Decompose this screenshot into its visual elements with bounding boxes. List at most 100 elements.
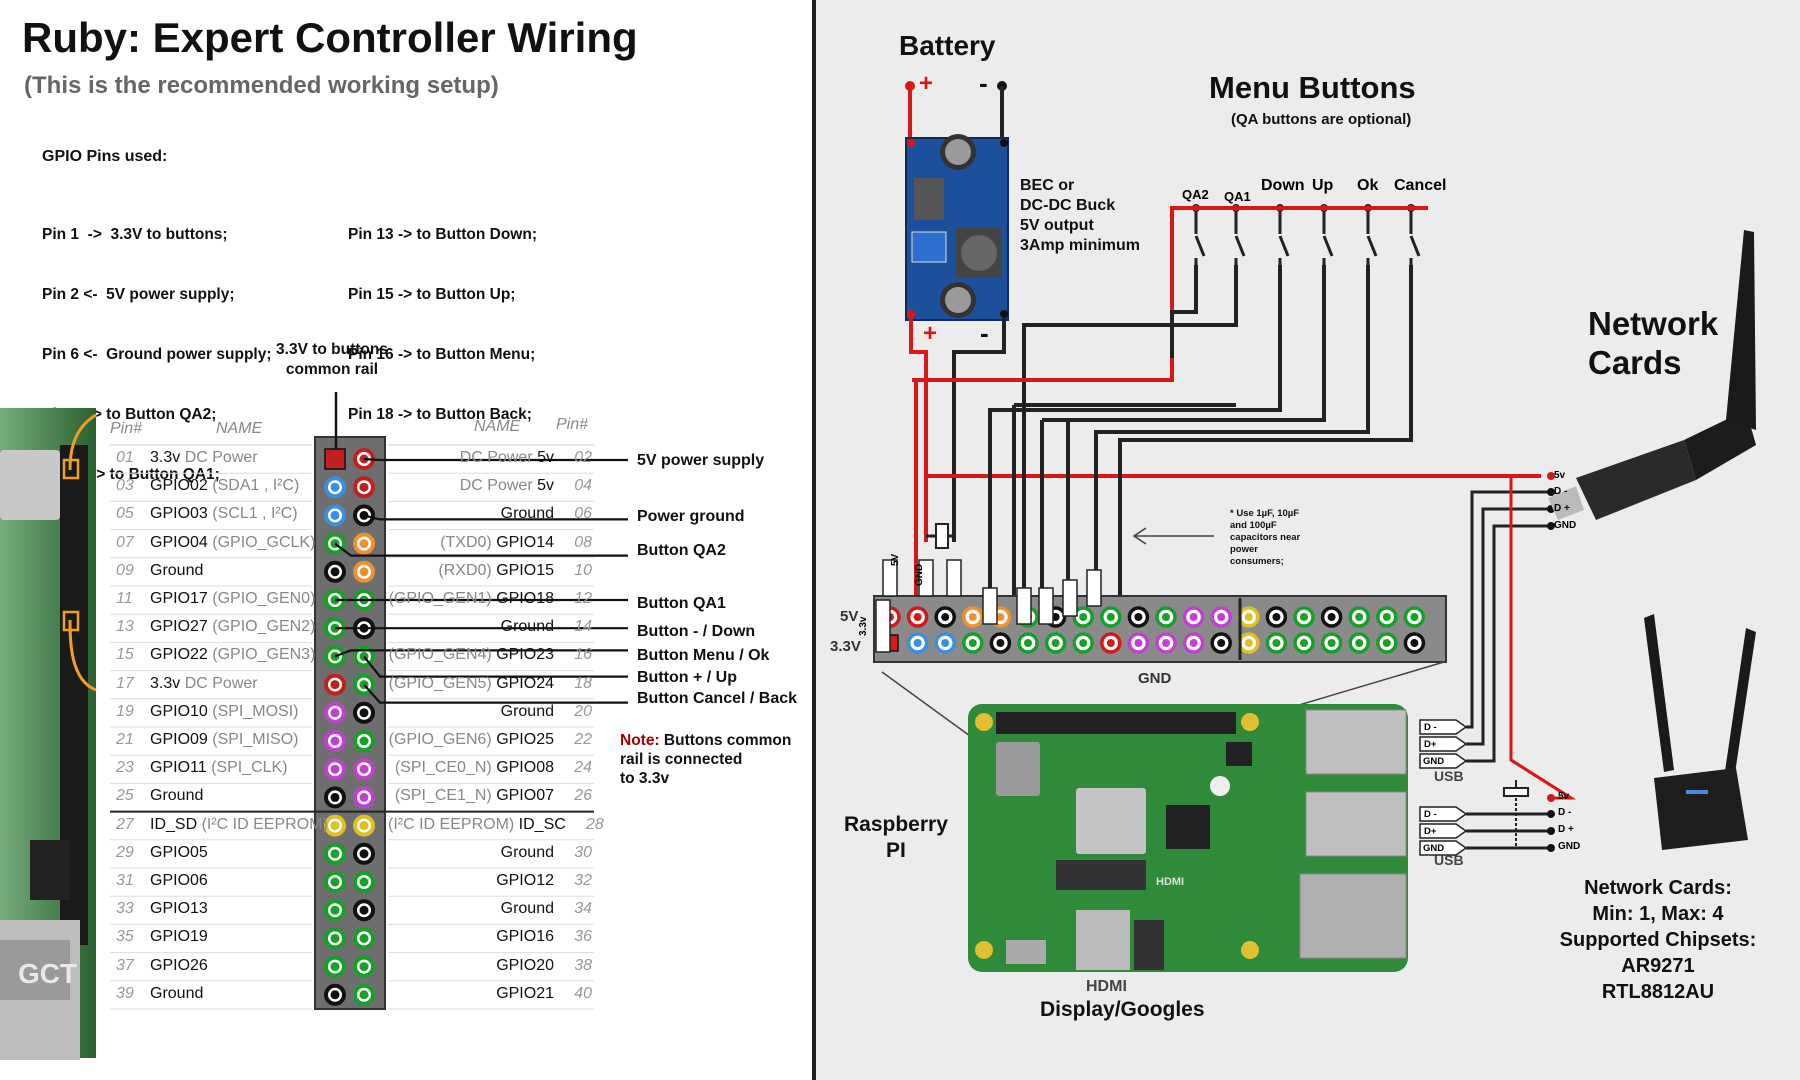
- pin-name: Ground: [150, 787, 204, 805]
- pin-number: 17: [116, 674, 134, 692]
- gpio-header-strip: [314, 436, 386, 1010]
- gct-label: GCT: [18, 958, 78, 989]
- cap-note-line: consumers;: [1230, 556, 1284, 567]
- gpio-title: GPIO Pins used:: [42, 148, 168, 165]
- pin-name: Ground: [500, 702, 554, 720]
- pin-extra: (SPI_CLK): [206, 759, 288, 777]
- menu-buttons: [1172, 204, 1428, 268]
- pin-used-item: Pin 7 -> to Button QA2;: [42, 406, 217, 423]
- net-info-line: Min: 1, Max: 4: [1592, 903, 1724, 925]
- usb-pin-tab: [1419, 719, 1468, 735]
- pin-used-item: Pin 1 -> 3.3V to buttons;: [42, 226, 228, 243]
- pin-number: 32: [574, 872, 592, 889]
- dupont-sleeve: [1062, 579, 1078, 617]
- pin-number: 19: [116, 702, 134, 720]
- pin-name: GPIO27: [150, 618, 208, 636]
- pin-row-right: DC Power 5v 04: [388, 477, 592, 495]
- pin-extra: (GPIO_GEN4): [388, 646, 497, 664]
- left-panel: Ruby: Expert Controller Wiring (This is …: [0, 0, 812, 1080]
- pin-name: Ground: [500, 618, 554, 636]
- pin-extra: (SDA1 , I²C): [207, 477, 300, 495]
- net2-pin-gnd: GND: [1558, 841, 1581, 852]
- pin-name: Ground: [500, 900, 554, 918]
- dupont-sleeve: [1086, 569, 1102, 607]
- pin-name: GPIO02: [150, 477, 208, 495]
- pin-number: 04: [574, 477, 592, 495]
- usb-pin-tab: [1419, 736, 1468, 752]
- net-info-line: Network Cards:: [1584, 877, 1732, 899]
- pin-number: 20: [574, 702, 592, 720]
- pin-name: GPIO16: [496, 928, 554, 946]
- display-label: Display/Googles: [1040, 998, 1205, 1021]
- pin-name: Ground: [150, 984, 204, 1002]
- header-pin-left: Pin#: [110, 420, 143, 437]
- right-panel: Battery + - + - BEC or DC-DC Buck 5V out…: [816, 0, 1800, 1080]
- pin-extra: DC Power: [459, 477, 538, 495]
- pin-name: Ground: [500, 843, 554, 861]
- pin-extra: DC Power: [180, 674, 258, 692]
- callout-up: Button + / Up: [637, 669, 737, 686]
- pin-name: GPIO08: [496, 759, 554, 777]
- button-label-qa1: QA1: [1224, 189, 1251, 204]
- pin-name: GPIO14: [496, 533, 554, 551]
- pin-number: 12: [574, 590, 592, 607]
- pin-number: 23: [116, 759, 134, 777]
- pin-number: 28: [586, 815, 604, 833]
- bec-label: BEC or DC-DC Buck 5V output 3Amp minimum: [1020, 176, 1140, 256]
- usb-pin-tab: [1419, 806, 1468, 822]
- pin-number: 25: [116, 787, 134, 805]
- pin-extra: (GPIO_GEN5): [388, 674, 497, 692]
- dupont-sleeve: [1016, 587, 1032, 625]
- pin-number: 07: [116, 533, 134, 551]
- usb-pin-tab: [1419, 840, 1468, 856]
- sleeve-33v: 3.3v: [858, 616, 869, 636]
- rail-33v-label: 3.3V: [830, 638, 861, 655]
- pin-name: Ground: [150, 561, 204, 579]
- pin-name: GPIO15: [496, 561, 554, 579]
- pin-name: GPIO07: [496, 787, 554, 805]
- rail-label-line: 3.3V to buttons: [276, 341, 388, 358]
- callout-qa2: Button QA2: [637, 542, 726, 559]
- button-label-down: Down: [1261, 177, 1305, 194]
- pin-number: 13: [116, 618, 134, 636]
- rail-label-line: common rail: [285, 361, 379, 378]
- net2-pin-dminus: D -: [1558, 807, 1572, 818]
- raspberry-pi-board: [881, 661, 1445, 972]
- header-pins: [879, 606, 1426, 654]
- pin-marker-left: [324, 448, 346, 470]
- pin-name: 5v: [537, 477, 554, 495]
- pin-name: GPIO05: [150, 843, 208, 861]
- pin-name: GPIO26: [150, 956, 208, 974]
- button-label-cancel: Cancel: [1394, 177, 1447, 194]
- pin-number: 05: [116, 505, 134, 523]
- net-info-line: AR9271: [1621, 955, 1695, 977]
- note-text: Buttons common: [663, 732, 792, 749]
- wiring-diagram: [873, 81, 1756, 972]
- pin-name: 3.3v: [150, 449, 181, 466]
- callout-line: [363, 683, 628, 704]
- cap-note-line: power: [1230, 544, 1258, 555]
- network-title-line: Network: [1588, 305, 1719, 342]
- usb-pin-tab: [1419, 823, 1468, 839]
- buck-converter: [905, 134, 1009, 321]
- pin-used-item: Pin 6 <- Ground power supply;: [42, 346, 272, 363]
- pin-number: 16: [574, 646, 592, 664]
- dupont-sleeve: [918, 559, 934, 597]
- pin-name: GPIO24: [496, 674, 554, 692]
- buck-plus: +: [923, 320, 938, 347]
- gpio-pinout-diagram: [0, 392, 628, 1060]
- pin-extra: (GPIO_GEN0): [207, 590, 316, 607]
- pin-extra: (SPI_CE0_N): [394, 759, 497, 777]
- pin-name: GPIO20: [496, 956, 554, 974]
